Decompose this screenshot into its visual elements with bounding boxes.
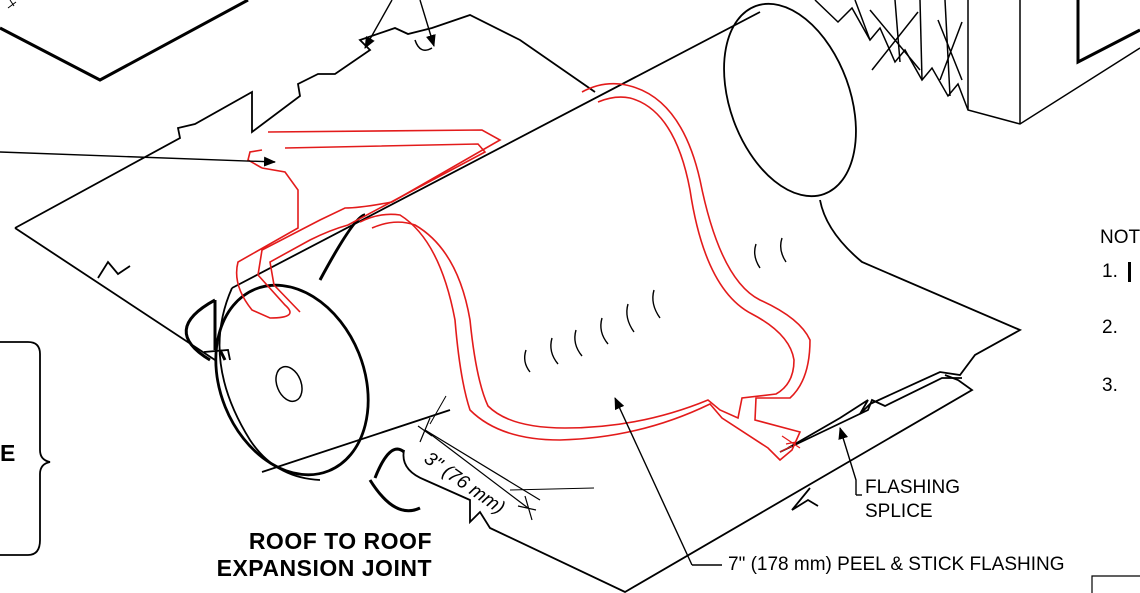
note-1-number: 1. bbox=[1102, 261, 1118, 282]
note-1-text-fragment bbox=[1128, 262, 1131, 282]
drawing-title: ROOF TO ROOF EXPANSION JOINT bbox=[110, 528, 432, 582]
note-3-number: 3. bbox=[1102, 375, 1118, 396]
notes-heading-partial: NOT bbox=[1100, 227, 1140, 248]
left-bracket bbox=[0, 341, 51, 556]
peel-stick-flashing bbox=[235, 82, 811, 462]
leader-lines bbox=[0, 0, 862, 566]
flashing-splice-line1: FLASHING bbox=[865, 477, 961, 498]
title-line2: EXPANSION JOINT bbox=[216, 555, 432, 581]
expansion-joint-cylinder bbox=[184, 2, 857, 513]
note-2-number: 2. bbox=[1102, 317, 1118, 338]
peel-stick-label: 7" (178 mm) PEEL & STICK FLASHING bbox=[728, 554, 1065, 575]
flashing-splice-line2: SPLICE bbox=[865, 501, 933, 522]
flashing-ribs bbox=[523, 237, 787, 373]
dimension-line bbox=[417, 395, 595, 521]
title-line1: ROOF TO ROOF bbox=[248, 528, 432, 554]
upper-roof-sheet bbox=[14, 14, 596, 361]
partial-left-letter: E bbox=[0, 440, 16, 466]
upper-right-wall bbox=[814, 0, 1140, 125]
upper-left-box-edge bbox=[0, 0, 249, 82]
flashing-splice-label: FLASHING SPLICE bbox=[865, 476, 960, 524]
